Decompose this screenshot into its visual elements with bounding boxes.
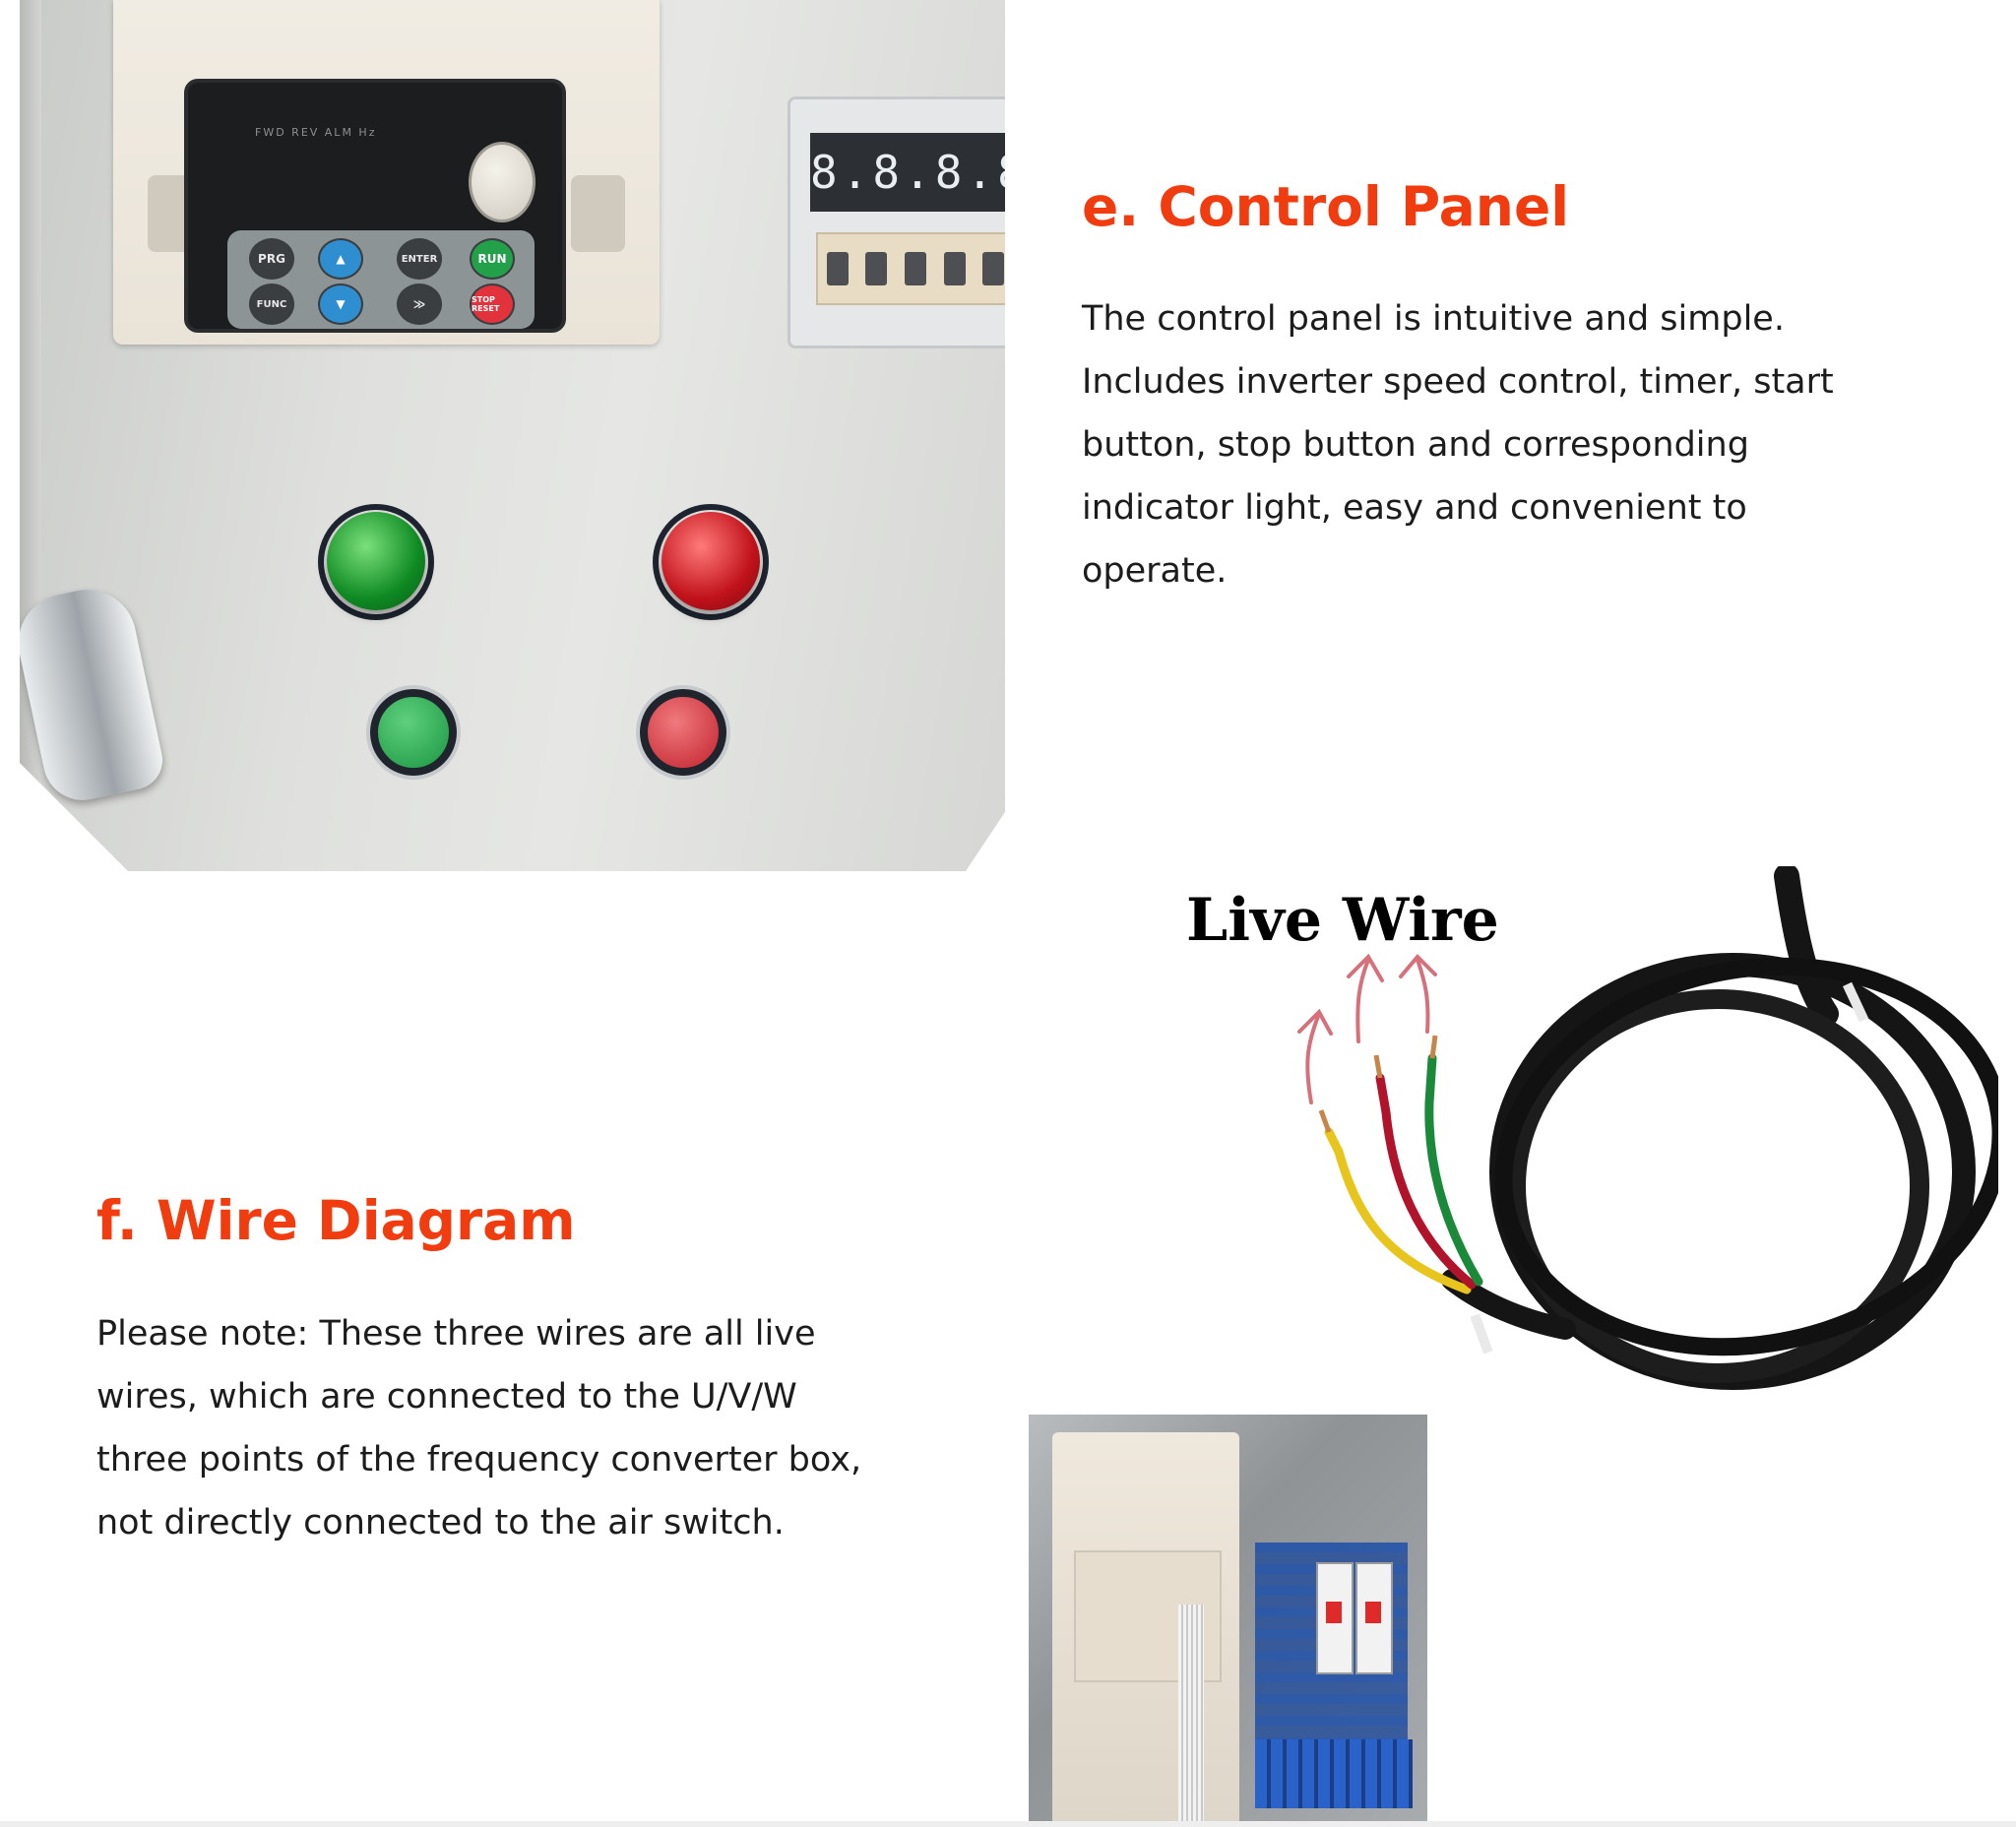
- control-panel-heading: e. Control Panel: [1082, 175, 1570, 238]
- digital-timer: 8.8.8.8: [788, 96, 1005, 348]
- stop-reset-key: STOP RESET: [470, 284, 515, 325]
- description-line: Includes inverter speed control, timer, …: [1082, 362, 1834, 402]
- frequency-converter: [1052, 1432, 1239, 1827]
- speed-knob: [469, 142, 536, 222]
- display-legend: FWD REV ALM Hz: [255, 126, 377, 139]
- inverter-keypad: PRG ▲ ENTER RUN FUNC ▼ ≫ STOP RESET: [227, 230, 535, 329]
- arrow-icon: [1347, 953, 1384, 1043]
- timer-dial: [826, 252, 849, 285]
- timer-dials: [816, 232, 1005, 305]
- timer-readout: 8.8.8.8: [810, 133, 1005, 212]
- description-line: button, stop button and corresponding: [1082, 425, 1749, 465]
- description-line: indicator light, easy and convenient to: [1082, 488, 1747, 528]
- green-wire: [1424, 1053, 1483, 1287]
- timer-dial: [982, 252, 1005, 285]
- arrow-icon: [1399, 954, 1437, 1034]
- green-indicator-light: [327, 512, 425, 610]
- live-wire-title: Live Wire: [1186, 886, 1499, 955]
- cable-tie: [1843, 981, 1868, 1023]
- inverter-slot-right: [571, 175, 625, 252]
- converter-box-photo: [1029, 1415, 1427, 1827]
- wire-copper-end: [1429, 1035, 1438, 1059]
- cable-coil: [1494, 957, 1998, 1356]
- red-indicator-light: [662, 512, 760, 610]
- description-line: operate.: [1082, 551, 1228, 591]
- control-panel-description: The control panel is intuitive and simpl…: [1082, 287, 1928, 602]
- func-key: FUNC: [249, 284, 294, 325]
- air-switch: [1316, 1562, 1354, 1674]
- cable-tie: [1470, 1313, 1493, 1354]
- air-switch: [1355, 1562, 1393, 1674]
- description-line: wires, which are connected to the U/V/W: [96, 1377, 797, 1417]
- red-wire: [1375, 1073, 1477, 1290]
- terminal-block: [1255, 1739, 1413, 1808]
- description-line: Please note: These three wires are all l…: [96, 1314, 816, 1354]
- enter-key: ENTER: [397, 238, 442, 280]
- timer-dial: [904, 252, 926, 285]
- up-key: ▲: [318, 238, 363, 280]
- run-key: RUN: [470, 238, 515, 280]
- stop-push-button: [640, 689, 726, 776]
- yellow-wire: [1324, 1127, 1472, 1294]
- wire-copper-end: [1318, 1109, 1332, 1133]
- description-line: The control panel is intuitive and simpl…: [1082, 299, 1785, 339]
- timer-dial: [865, 252, 888, 285]
- page-bottom-rule: [0, 1821, 2016, 1827]
- photo-corner: [966, 812, 1005, 871]
- control-panel-photo: FWD REV ALM Hz PRG ▲ ENTER RUN FUNC ▼ ≫ …: [20, 0, 1005, 871]
- down-key: ▼: [318, 284, 363, 325]
- red-light-bezel: [653, 504, 769, 620]
- ribbon-cable: [1178, 1605, 1204, 1827]
- inverter-unit: FWD REV ALM Hz PRG ▲ ENTER RUN FUNC ▼ ≫ …: [113, 0, 660, 345]
- photo-corner: [20, 763, 128, 871]
- cable-tail: [1774, 866, 1839, 1027]
- cable-coil: [1506, 989, 1929, 1383]
- wire-diagram-description: Please note: These three wires are all l…: [96, 1302, 923, 1554]
- wire-copper-end: [1373, 1054, 1383, 1079]
- description-line: not directly connected to the air switch…: [96, 1503, 785, 1543]
- timer-dial: [943, 252, 966, 285]
- green-light-bezel: [318, 504, 434, 620]
- live-wire-illustration: [1297, 866, 1998, 1390]
- inverter-display: FWD REV ALM Hz PRG ▲ ENTER RUN FUNC ▼ ≫ …: [184, 79, 566, 333]
- start-push-button: [370, 689, 457, 776]
- prg-key: PRG: [249, 238, 294, 280]
- arrow-icon: [1297, 1008, 1333, 1104]
- wire-diagram-heading: f. Wire Diagram: [96, 1189, 576, 1252]
- shift-key: ≫: [397, 284, 442, 325]
- description-line: three points of the frequency converter …: [96, 1440, 862, 1480]
